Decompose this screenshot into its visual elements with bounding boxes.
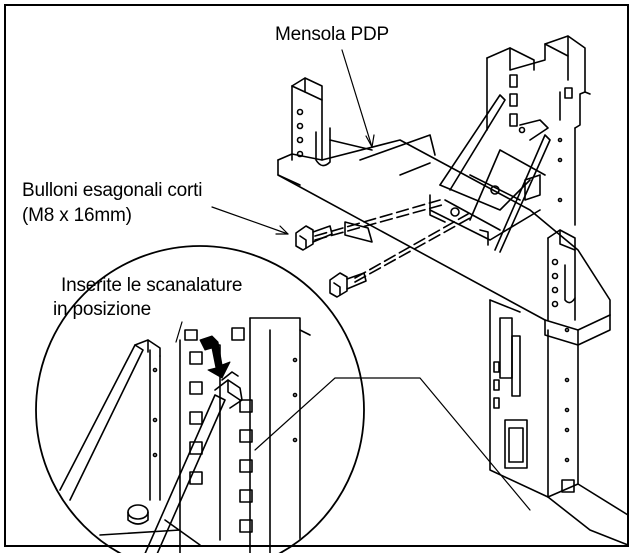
label-insert-slots-line2: in posizione (53, 299, 151, 320)
label-pdp-bracket: Mensola PDP (275, 24, 389, 45)
leader-lines (175, 49, 531, 511)
stand-column (486, 35, 629, 546)
magnified-detail (35, 245, 365, 553)
pdp-bracket (277, 77, 611, 346)
label-insert-slots-line1: Inserite le scanalature (61, 275, 243, 296)
brace-assembly (429, 94, 551, 253)
label-short-hex-bolts: Bulloni esagonali corti (22, 180, 203, 201)
diagram-frame (4, 4, 629, 547)
label-bolt-size: (M8 x 16mm) (22, 205, 132, 226)
upper-column-details (509, 74, 576, 226)
short-hex-bolts (295, 199, 471, 298)
